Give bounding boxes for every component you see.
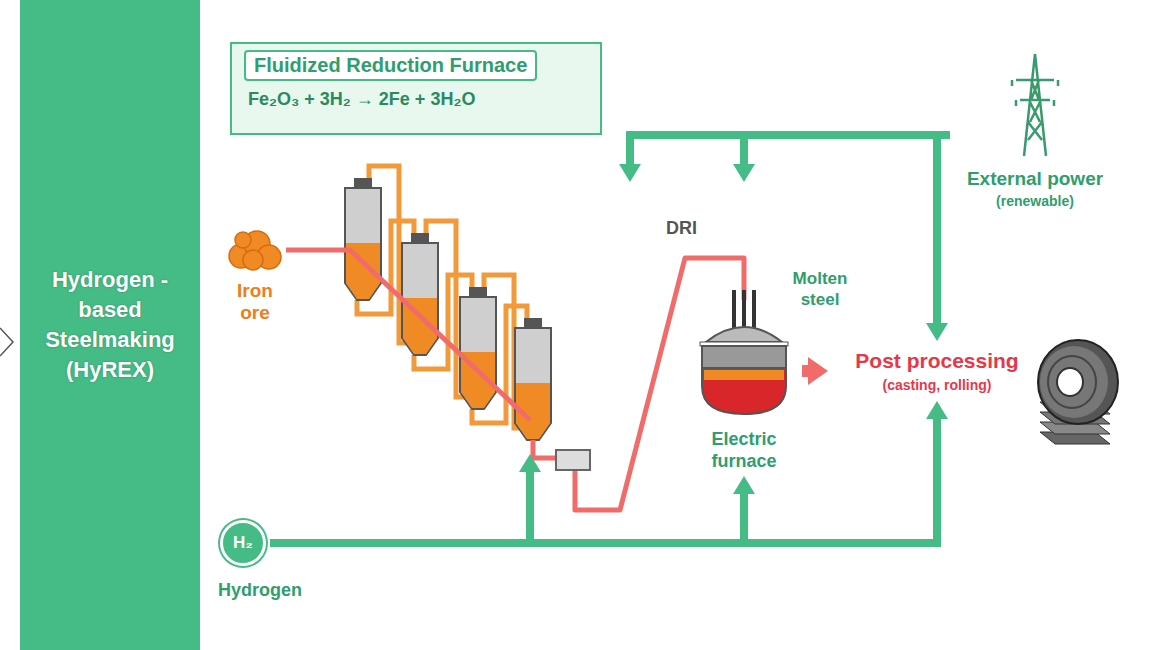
- process-note: (casting, rolling): [836, 377, 1038, 393]
- source-note: (renewable): [950, 193, 1120, 209]
- product-label: Molten steel: [790, 268, 850, 310]
- supply-arrow: [733, 135, 950, 182]
- source-title: External power: [950, 168, 1120, 190]
- power-node: External power (renewable): [950, 52, 1120, 209]
- flow-arrow: [802, 357, 828, 385]
- side-band: Hydrogen -based Steelmaking (HyREX): [20, 0, 200, 650]
- arrow-head: [619, 164, 641, 182]
- furnace-title: Fluidized Reduction Furnace: [244, 50, 537, 81]
- arrow-head: [926, 323, 948, 341]
- furnace-icon: [688, 290, 800, 420]
- arrow-head: [808, 357, 828, 385]
- ore-line: [286, 250, 530, 420]
- process-title: Post processing: [836, 349, 1038, 373]
- supply-arrow: [926, 135, 950, 341]
- process-node: Post processing (casting, rolling): [832, 345, 1042, 397]
- source-label: Hydrogen: [218, 580, 328, 601]
- electric-furnace-node: Electric furnace: [688, 290, 800, 472]
- hydrogen-symbol: H₂: [220, 520, 266, 566]
- arrow-head: [733, 164, 755, 182]
- hydrogen-node: H₂ Hydrogen: [218, 520, 328, 601]
- supply-arrow: [270, 401, 948, 543]
- chevron: [0, 328, 13, 356]
- connector-line: [937, 135, 950, 325]
- iron-ore-node: Iron ore: [222, 226, 288, 324]
- connector-line: [744, 135, 950, 166]
- reactor-group: [345, 166, 551, 440]
- connector-line: [270, 492, 744, 543]
- reaction-box: Fluidized Reduction FurnaceFe₂O₃ + 3H₂ →…: [230, 42, 602, 135]
- separator: [556, 450, 590, 470]
- connector-line: [270, 417, 937, 543]
- input-label: Iron ore: [222, 280, 288, 324]
- arrow-head: [733, 476, 755, 494]
- power-to-reactor: [630, 135, 740, 166]
- arrow-head: [926, 401, 948, 419]
- reaction-equation: Fe₂O₃ + 3H₂ → 2Fe + 3H₂O: [244, 89, 588, 110]
- power-tower-icon: [1010, 52, 1060, 158]
- arrow-head: [519, 454, 541, 472]
- flow-label: DRI: [666, 218, 697, 239]
- hydrogen-to-reactor: [526, 470, 534, 545]
- ore-icon: [225, 226, 285, 272]
- steel-product: [1038, 340, 1118, 444]
- furnace-label: Electric furnace: [688, 428, 800, 472]
- band-title: Hydrogen -based Steelmaking (HyREX): [28, 265, 192, 385]
- supply-arrow: [270, 476, 755, 543]
